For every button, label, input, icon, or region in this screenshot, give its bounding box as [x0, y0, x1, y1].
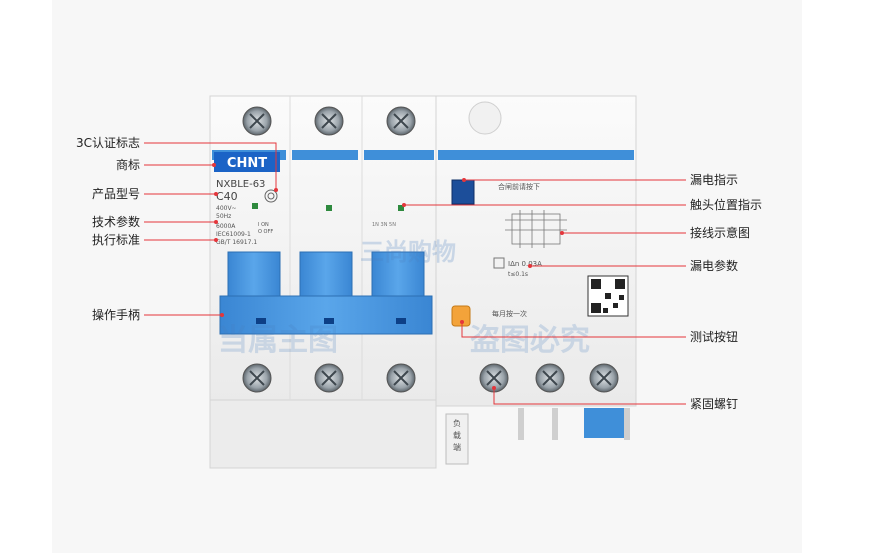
label-handle: 操作手柄 [91, 308, 140, 322]
label-fixing-screw: 紧固螺钉 [690, 397, 739, 411]
callout-standard-dot [214, 238, 218, 242]
svg-text:载: 载 [453, 430, 461, 440]
callout-model-dot [214, 192, 218, 196]
terminal-code: 1N 3N 5N [372, 222, 396, 228]
watermark-1: 三尚购物 [360, 238, 456, 266]
rating-code: C40 [216, 190, 238, 203]
callout-contact-dot [402, 203, 406, 207]
callout-leak-ind-dot [462, 178, 466, 182]
spec-line-4: IEC61009-1 [216, 231, 251, 238]
contact-indicator-1 [252, 203, 258, 209]
label-3c-mark: 3C认证标志 [75, 136, 140, 150]
callout-test-dot [460, 320, 464, 324]
callout-test [461, 322, 686, 338]
label-test-button: 测试按钮 [690, 330, 739, 344]
callout-trademark-dot [212, 163, 216, 167]
label-contact-indicator: 触头位置指示 [690, 198, 763, 212]
qr-code-icon [587, 275, 629, 317]
callout-screw [493, 388, 686, 405]
label-trademark: 商标 [115, 158, 140, 172]
label-leak-indicator: 漏电指示 [690, 173, 739, 187]
watermark-3: 盗图必究 [470, 323, 590, 358]
on-label: I ON [258, 222, 269, 228]
watermark-2: 当属主图 [218, 323, 338, 358]
breaker-body-main [209, 95, 437, 407]
spec-line-1: 400V~ [216, 205, 237, 212]
callout-handle-dot [220, 313, 224, 317]
label-standard: 执行标准 [91, 233, 140, 247]
wiring-diagram [505, 210, 567, 248]
brand-logo-plate [214, 152, 280, 172]
breaker-body-rcd [435, 95, 637, 407]
label-leak-params: 漏电参数 [690, 259, 739, 273]
label-model: 产品型号 [91, 187, 140, 201]
operating-handle [219, 251, 433, 335]
callout-wiring-dot [560, 231, 564, 235]
off-label: O OFF [258, 229, 273, 235]
bottom-screw-row [242, 363, 619, 393]
leak-time: t≤0.1s [508, 271, 528, 278]
brand-logo: CHNT [227, 156, 267, 171]
label-tech-params: 技术参数 [91, 215, 140, 229]
contact-indicator-2 [326, 205, 332, 211]
test-button [451, 305, 471, 327]
leak-current: IΔn 0.03A [508, 260, 542, 268]
callout-3c-dot [274, 188, 278, 192]
callout-3c [144, 142, 277, 190]
spec-line-5: GB/T 16917.1 [216, 239, 257, 246]
spec-line-3: 6000A [216, 223, 236, 230]
load-side-tag [445, 413, 469, 465]
breaker-lower-left [209, 399, 437, 469]
label-wiring-diagram: 接线示意图 [690, 226, 751, 240]
test-note: 每月按一次 [492, 309, 527, 318]
cccert-mark [264, 189, 278, 203]
callout-screw-dot [492, 386, 496, 390]
leak-indicator-window [451, 179, 475, 205]
top-screw-row [242, 101, 502, 136]
svg-text:负: 负 [453, 418, 461, 428]
callout-lines [144, 142, 686, 405]
callout-leakpar-dot [528, 264, 532, 268]
reset-hint: 合闸前请按下 [498, 182, 540, 191]
contact-indicator-3 [398, 205, 404, 211]
model-number: NXBLE-63 [216, 179, 265, 190]
spec-line-2: 50Hz [216, 213, 231, 220]
callout-tech-dot [214, 220, 218, 224]
svg-text:端: 端 [453, 442, 461, 452]
